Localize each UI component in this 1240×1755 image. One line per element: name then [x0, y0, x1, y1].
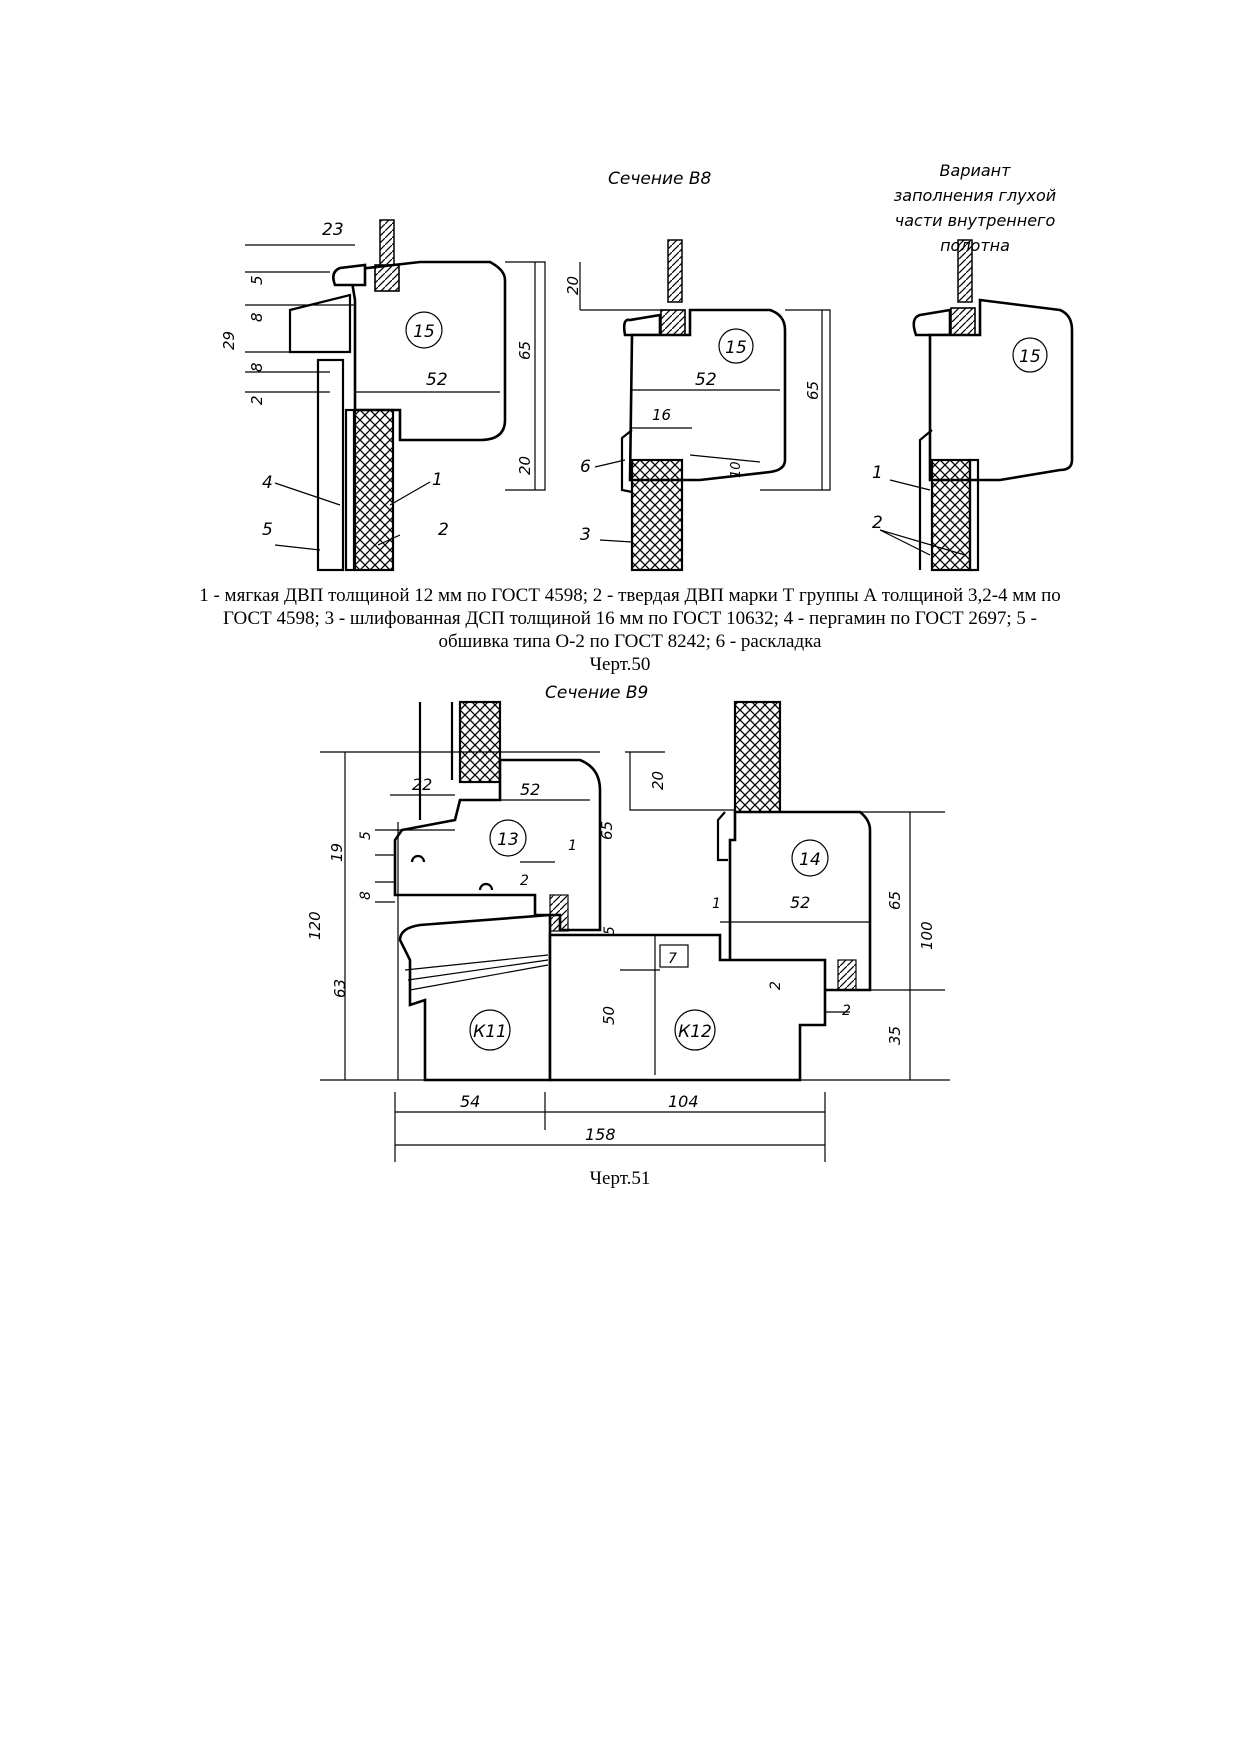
svg-text:65: 65	[886, 891, 904, 910]
svg-text:7: 7	[668, 951, 677, 967]
svg-text:29: 29	[220, 331, 238, 350]
variant-title: Вариант заполнения глухой части внутренн…	[894, 161, 1056, 255]
svg-text:50: 50	[600, 1006, 618, 1025]
svg-text:35: 35	[886, 1026, 904, 1045]
svg-text:5: 5	[358, 831, 374, 840]
svg-text:5: 5	[248, 275, 266, 285]
svg-text:1: 1	[432, 470, 443, 490]
svg-text:8: 8	[248, 362, 266, 372]
svg-text:22: 22	[412, 775, 432, 794]
svg-text:полотна: полотна	[940, 236, 1010, 255]
svg-text:65: 65	[804, 381, 822, 400]
svg-text:20: 20	[564, 276, 582, 295]
title-section-b8: Сечение В8	[608, 169, 712, 189]
svg-text:2: 2	[768, 981, 784, 990]
variant-right: 15 1 2	[872, 239, 1074, 572]
svg-text:К11: К11	[473, 1022, 507, 1042]
svg-text:23: 23	[322, 220, 344, 240]
svg-text:14: 14	[799, 850, 821, 870]
svg-text:2: 2	[872, 513, 883, 533]
title-section-b9: Сечение В9	[545, 683, 648, 703]
svg-text:1: 1	[568, 838, 577, 854]
svg-text:4: 4	[262, 473, 273, 493]
part-15-circle	[405, 311, 443, 349]
svg-text:1: 1	[712, 896, 721, 912]
svg-text:8: 8	[358, 891, 374, 900]
svg-text:120: 120	[306, 911, 324, 940]
svg-text:100: 100	[918, 921, 936, 950]
section-b8-left: 15 23 5 8 29 8 2 52 65 20 1 2 4 5	[220, 219, 546, 572]
svg-text:2: 2	[842, 1003, 851, 1019]
svg-text:6: 6	[580, 457, 591, 477]
fig50-label: Черт.50	[589, 654, 651, 675]
svg-text:15: 15	[1019, 347, 1041, 367]
fig51-drawing: Сечение В9 13 14 К11 К12 22 52 5 19 8	[306, 683, 950, 1162]
svg-text:63: 63	[331, 979, 349, 998]
svg-text:Вариант: Вариант	[940, 161, 1012, 180]
svg-text:104: 104	[668, 1092, 699, 1111]
svg-text:15: 15	[725, 338, 747, 358]
svg-text:3: 3	[580, 525, 591, 545]
svg-text:13: 13	[497, 830, 519, 850]
svg-text:5: 5	[602, 926, 618, 935]
svg-text:16: 16	[652, 406, 671, 424]
svg-text:К12: К12	[678, 1022, 712, 1042]
svg-text:65: 65	[516, 341, 534, 360]
svg-text:2: 2	[438, 520, 449, 540]
svg-text:15: 15	[413, 322, 435, 342]
fig50-drawing: Сечение В8 Вариант заполнения глухой час…	[220, 161, 1074, 572]
svg-text:2: 2	[248, 395, 266, 405]
svg-text:52: 52	[695, 370, 717, 390]
svg-text:1: 1	[872, 463, 883, 483]
svg-text:52: 52	[790, 893, 810, 912]
svg-text:158: 158	[585, 1125, 616, 1144]
svg-text:5: 5	[262, 520, 273, 540]
svg-text:52: 52	[520, 780, 540, 799]
svg-text:части внутреннего: части внутреннего	[895, 211, 1056, 230]
svg-text:20: 20	[516, 456, 534, 475]
svg-text:20: 20	[649, 771, 667, 790]
svg-text:10: 10	[729, 461, 744, 478]
svg-text:8: 8	[248, 312, 266, 322]
svg-text:заполнения глухой: заполнения глухой	[894, 186, 1056, 205]
svg-text:19: 19	[328, 843, 346, 862]
svg-text:2: 2	[520, 873, 529, 889]
fig51-label: Черт.51	[589, 1168, 651, 1189]
section-b8-middle: 15 20 52 16 10 65 6 3	[564, 239, 831, 572]
svg-text:65: 65	[598, 821, 616, 840]
svg-text:54: 54	[460, 1092, 480, 1111]
svg-text:52: 52	[426, 370, 448, 390]
fig50-caption: 1 - мягкая ДВП толщиной 12 мм по ГОСТ 45…	[199, 585, 1061, 652]
